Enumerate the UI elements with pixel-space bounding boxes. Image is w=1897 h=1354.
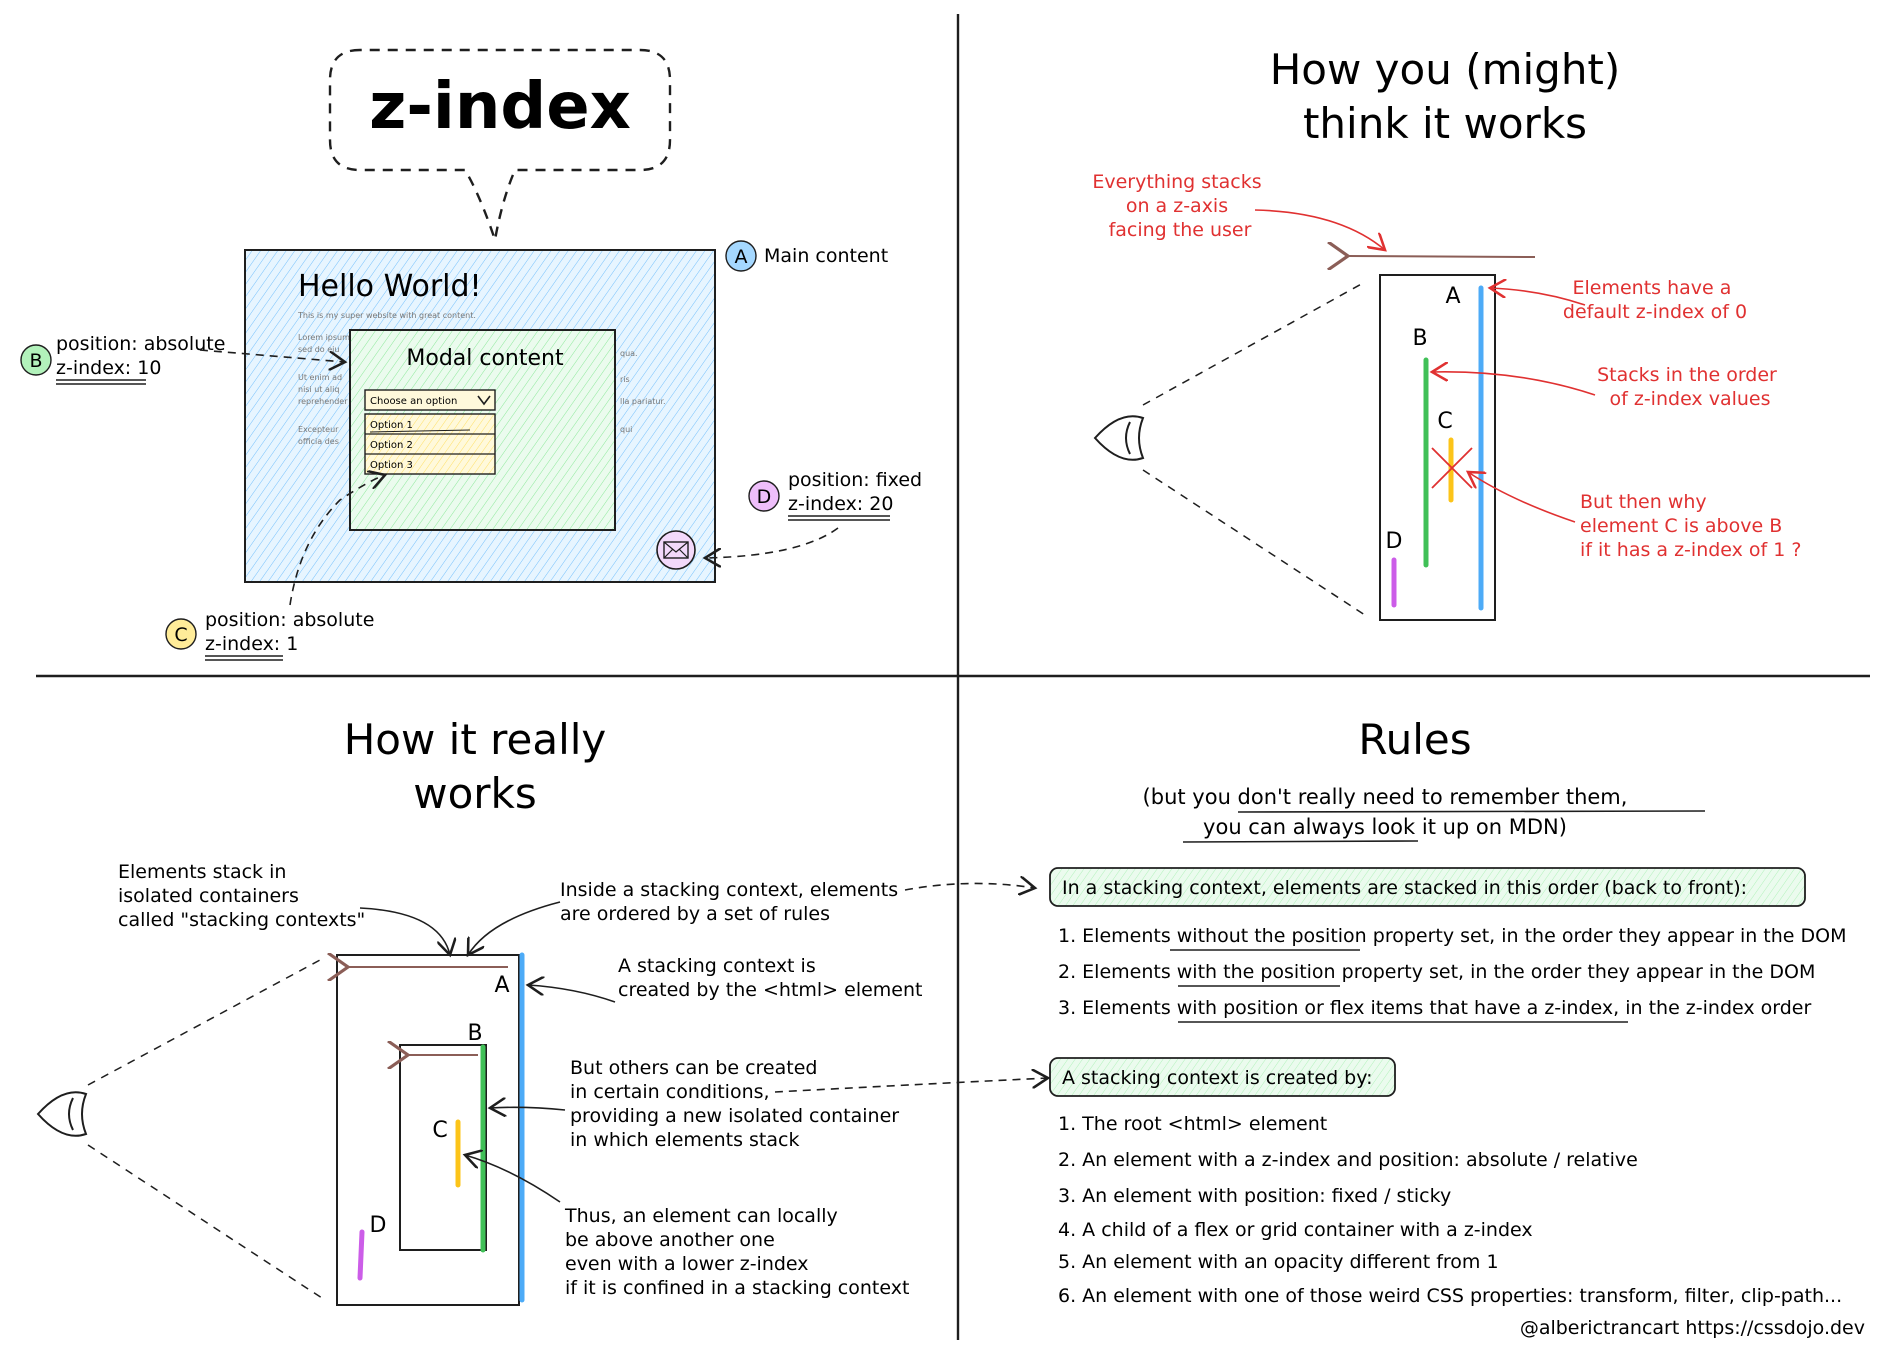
layer-b-letter: B xyxy=(1412,326,1427,351)
lorem-line: qui xyxy=(620,425,632,434)
badge-a-letter: A xyxy=(735,246,748,268)
layer-a-letter: A xyxy=(494,973,509,998)
context-rule-3: 3. An element with position: fixed / sti… xyxy=(1058,1185,1451,1207)
root-stacking-context xyxy=(336,954,520,1306)
speech-bubble xyxy=(328,48,672,241)
stack-box xyxy=(1379,274,1496,621)
option-item: Option 1 xyxy=(370,420,413,431)
layer-c-letter: C xyxy=(432,1118,447,1143)
note-html-element: A stacking context is created by the <ht… xyxy=(618,955,922,1001)
context-rules-heading: A stacking context is created by: xyxy=(1062,1067,1373,1089)
note-set-of-rules: Inside a stacking context, elements are … xyxy=(560,879,904,925)
lorem-line: ris xyxy=(620,375,630,384)
quadrant-dividers xyxy=(36,14,1870,1340)
badge-b-letter: B xyxy=(29,350,42,372)
label-b-position: position: absolute xyxy=(56,333,225,355)
lorem-line: nisi ut aliq xyxy=(298,385,339,394)
nested-stacking-context xyxy=(399,1044,487,1251)
main-title: z-index xyxy=(369,70,631,144)
lorem-line: sed do eiu xyxy=(298,345,339,354)
layer-b-letter: B xyxy=(467,1021,482,1046)
label-main-content: Main content xyxy=(764,245,888,267)
eye-icon xyxy=(36,1091,88,1137)
order-rule-1: 1. Elements without the position propert… xyxy=(1058,925,1847,947)
note-stack-order: Stacks in the order of z-index values xyxy=(1597,364,1783,410)
note-other-contexts: But others can be created in certain con… xyxy=(570,1057,905,1151)
eye-icon xyxy=(1093,415,1145,461)
select-label: Choose an option xyxy=(370,396,457,407)
panel-real-model: How it really works A B C D Elements sta… xyxy=(36,715,1048,1306)
context-rule-6: 6. An element with one of those weird CS… xyxy=(1058,1285,1842,1307)
layer-c-letter: C xyxy=(1437,409,1452,434)
option-item: Option 2 xyxy=(370,440,413,451)
badge-a xyxy=(725,240,757,272)
cross-icon xyxy=(1431,447,1473,489)
panel3-title-line1: How it really xyxy=(344,715,607,764)
lorem-line: lla pariatur. xyxy=(620,397,666,406)
note-default-zindex: Elements have a default z-index of 0 xyxy=(1563,277,1747,323)
lorem-line: Excepteur xyxy=(298,425,339,434)
panel-rules: Rules (but you don't really need to reme… xyxy=(1049,715,1865,1339)
context-rule-4: 4. A child of a flex or grid container w… xyxy=(1058,1219,1533,1241)
lorem-line: qua. xyxy=(620,349,638,358)
lorem-line: Ut enim ad xyxy=(298,373,342,382)
label-c-zindex: z-index: 1 xyxy=(205,633,298,655)
select-box xyxy=(364,389,496,411)
badge-d-letter: D xyxy=(757,486,772,508)
label-d-position: position: fixed xyxy=(788,469,922,491)
rules-subtitle-2: you can always look it up on MDN) xyxy=(1203,815,1567,839)
note-locally-above: Thus, an element can locally be above an… xyxy=(564,1205,909,1299)
option-item: Option 3 xyxy=(370,460,413,471)
note-why-c-above-b: But then why element C is above B if it … xyxy=(1580,491,1802,561)
lorem-line: reprehender xyxy=(298,397,348,406)
badge-b xyxy=(20,344,52,376)
order-rule-2: 2. Elements with the position property s… xyxy=(1058,961,1815,983)
hello-heading: Hello World! xyxy=(298,269,482,304)
fixed-button xyxy=(656,530,696,570)
layer-d-letter: D xyxy=(370,1213,387,1238)
order-rules-box xyxy=(1049,867,1806,907)
lorem-line: officia des xyxy=(298,437,339,446)
context-rules-box xyxy=(1049,1057,1396,1097)
label-c-position: position: absolute xyxy=(205,609,374,631)
rules-subtitle-1: (but you don't really need to remember t… xyxy=(1143,785,1628,809)
layer-d xyxy=(357,1229,365,1281)
panel2-title-line1: How you (might) xyxy=(1270,45,1621,94)
context-rule-1: 1. The root <html> element xyxy=(1058,1113,1327,1135)
panel3-title-line2: works xyxy=(413,769,537,818)
order-rule-3: 3. Elements with position or flex items … xyxy=(1058,997,1811,1019)
panel-naive-model: How you (might) think it works A B C D E… xyxy=(1092,45,1802,621)
modal-title: Modal content xyxy=(406,346,564,371)
lorem-line: Lorem ipsum xyxy=(298,333,350,342)
rules-title: Rules xyxy=(1358,715,1471,764)
badge-d xyxy=(748,480,780,512)
options-list xyxy=(364,413,496,475)
z-axis-arrow xyxy=(1348,256,1536,257)
order-rules-heading: In a stacking context, elements are stac… xyxy=(1062,877,1747,899)
hello-subtitle: This is my super website with great cont… xyxy=(297,311,476,320)
panel-zindex-example: z-index Hello World! This is my super we… xyxy=(20,48,922,661)
note-isolated-containers: Elements stack in isolated containers ca… xyxy=(118,861,365,931)
envelope-icon xyxy=(663,541,689,559)
credit: @alberictrancart https://cssdojo.dev xyxy=(1520,1317,1865,1339)
label-d-zindex: z-index: 20 xyxy=(788,493,893,515)
badge-c xyxy=(165,618,197,650)
panel2-title-line2: think it works xyxy=(1303,99,1587,148)
layer-d-letter: D xyxy=(1386,529,1403,554)
context-rule-2: 2. An element with a z-index and positio… xyxy=(1058,1149,1638,1171)
chevron-down-icon xyxy=(477,395,491,406)
context-rule-5: 5. An element with an opacity different … xyxy=(1058,1251,1499,1273)
badge-c-letter: C xyxy=(174,624,187,646)
layer-a-letter: A xyxy=(1445,284,1460,309)
label-b-zindex: z-index: 10 xyxy=(56,357,161,379)
note-z-axis: Everything stacks on a z-axis facing the… xyxy=(1092,171,1267,241)
